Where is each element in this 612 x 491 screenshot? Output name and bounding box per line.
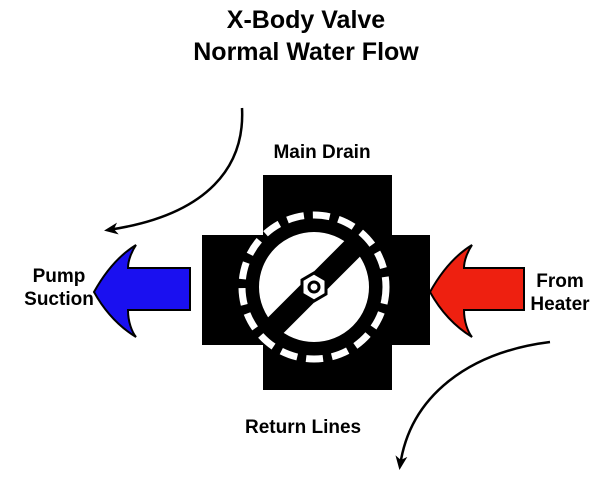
diagram-title-line-2: Normal Water Flow: [193, 38, 419, 66]
pump-suction-label: Pump Suction: [14, 265, 104, 311]
curve-top-arrow-icon: [104, 107, 244, 235]
valve-dashed-ring: [238, 211, 390, 363]
valve-hub-center: [307, 280, 321, 294]
heater-arrow-icon: [428, 244, 525, 338]
return-lines-label: Return Lines: [245, 417, 362, 438]
from-heater-label-line-2: Heater: [530, 294, 590, 315]
suction-arrow-icon: [92, 244, 191, 338]
main-drain-label: Main Drain: [273, 142, 371, 163]
x-body-valve-icon: [202, 175, 430, 390]
pump-suction-label-line-2: Suction: [24, 289, 94, 310]
diagram-title-line-1: X-Body Valve: [226, 6, 386, 34]
curve-bottom-arrow-icon: [395, 340, 551, 470]
pump-suction-label-line-1: Pump: [32, 266, 86, 287]
from-heater-label: From Heater: [515, 270, 605, 316]
from-heater-label-line-1: From: [536, 271, 584, 292]
